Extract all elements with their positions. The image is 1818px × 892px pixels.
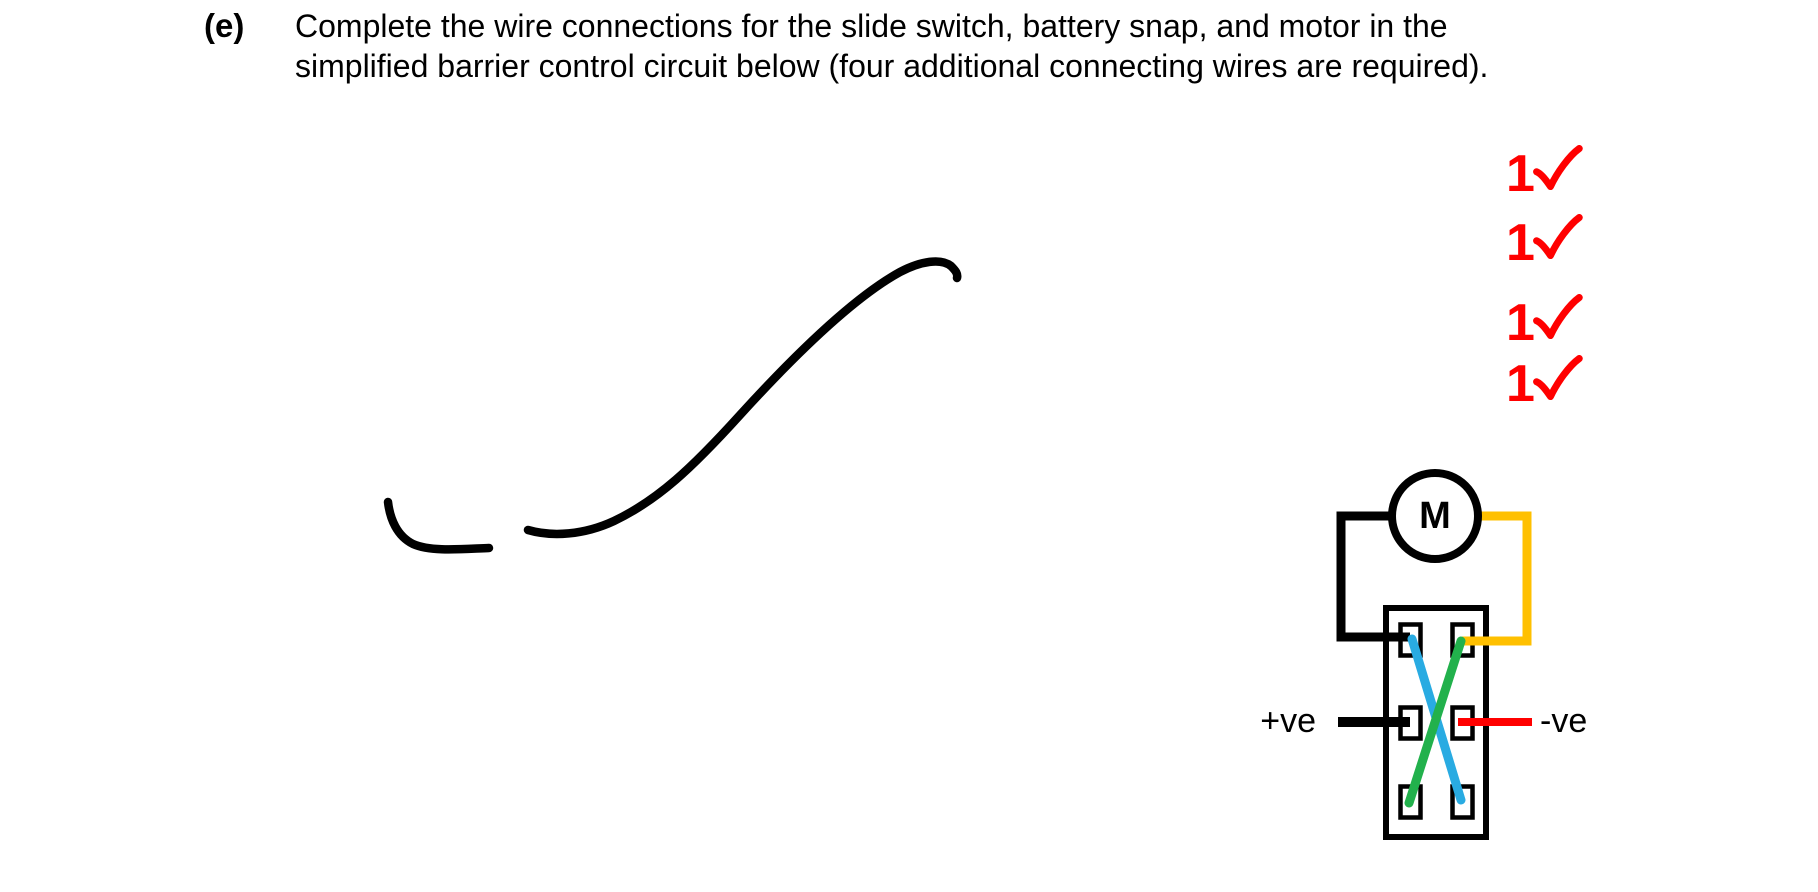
motor-wire-yellow (1462, 511, 1532, 646)
checkmark-icon (1533, 214, 1583, 260)
crossover-wire-green (1404, 636, 1466, 808)
score-value: 1 (1506, 214, 1535, 272)
hand-drawn-stroke-short (383, 497, 494, 554)
hand-drawn-stroke-long (523, 257, 962, 539)
score-value: 1 (1506, 294, 1535, 352)
positive-terminal-label: +ve (1260, 702, 1316, 740)
score-mark-4: 1 (1506, 355, 1583, 413)
negative-terminal-label: -ve (1540, 702, 1588, 740)
question-line-1: Complete the wire connections for the sl… (295, 8, 1448, 44)
motor-label: M (1419, 495, 1451, 537)
motor-circle (1388, 469, 1482, 563)
score-mark-2: 1 (1506, 214, 1583, 272)
question-line-2: simplified barrier control circuit below… (295, 48, 1489, 84)
question-label: (e) (204, 7, 245, 44)
question-text: Complete the wire connections for the sl… (295, 6, 1488, 86)
score-value: 1 (1506, 355, 1535, 413)
score-value: 1 (1506, 145, 1535, 203)
motor-wire-black (1336, 511, 1410, 642)
checkmark-icon (1533, 355, 1583, 401)
score-mark-3: 1 (1506, 294, 1583, 352)
score-mark-1: 1 (1506, 145, 1583, 203)
checkmark-icon (1533, 294, 1583, 340)
checkmark-icon (1533, 145, 1583, 191)
